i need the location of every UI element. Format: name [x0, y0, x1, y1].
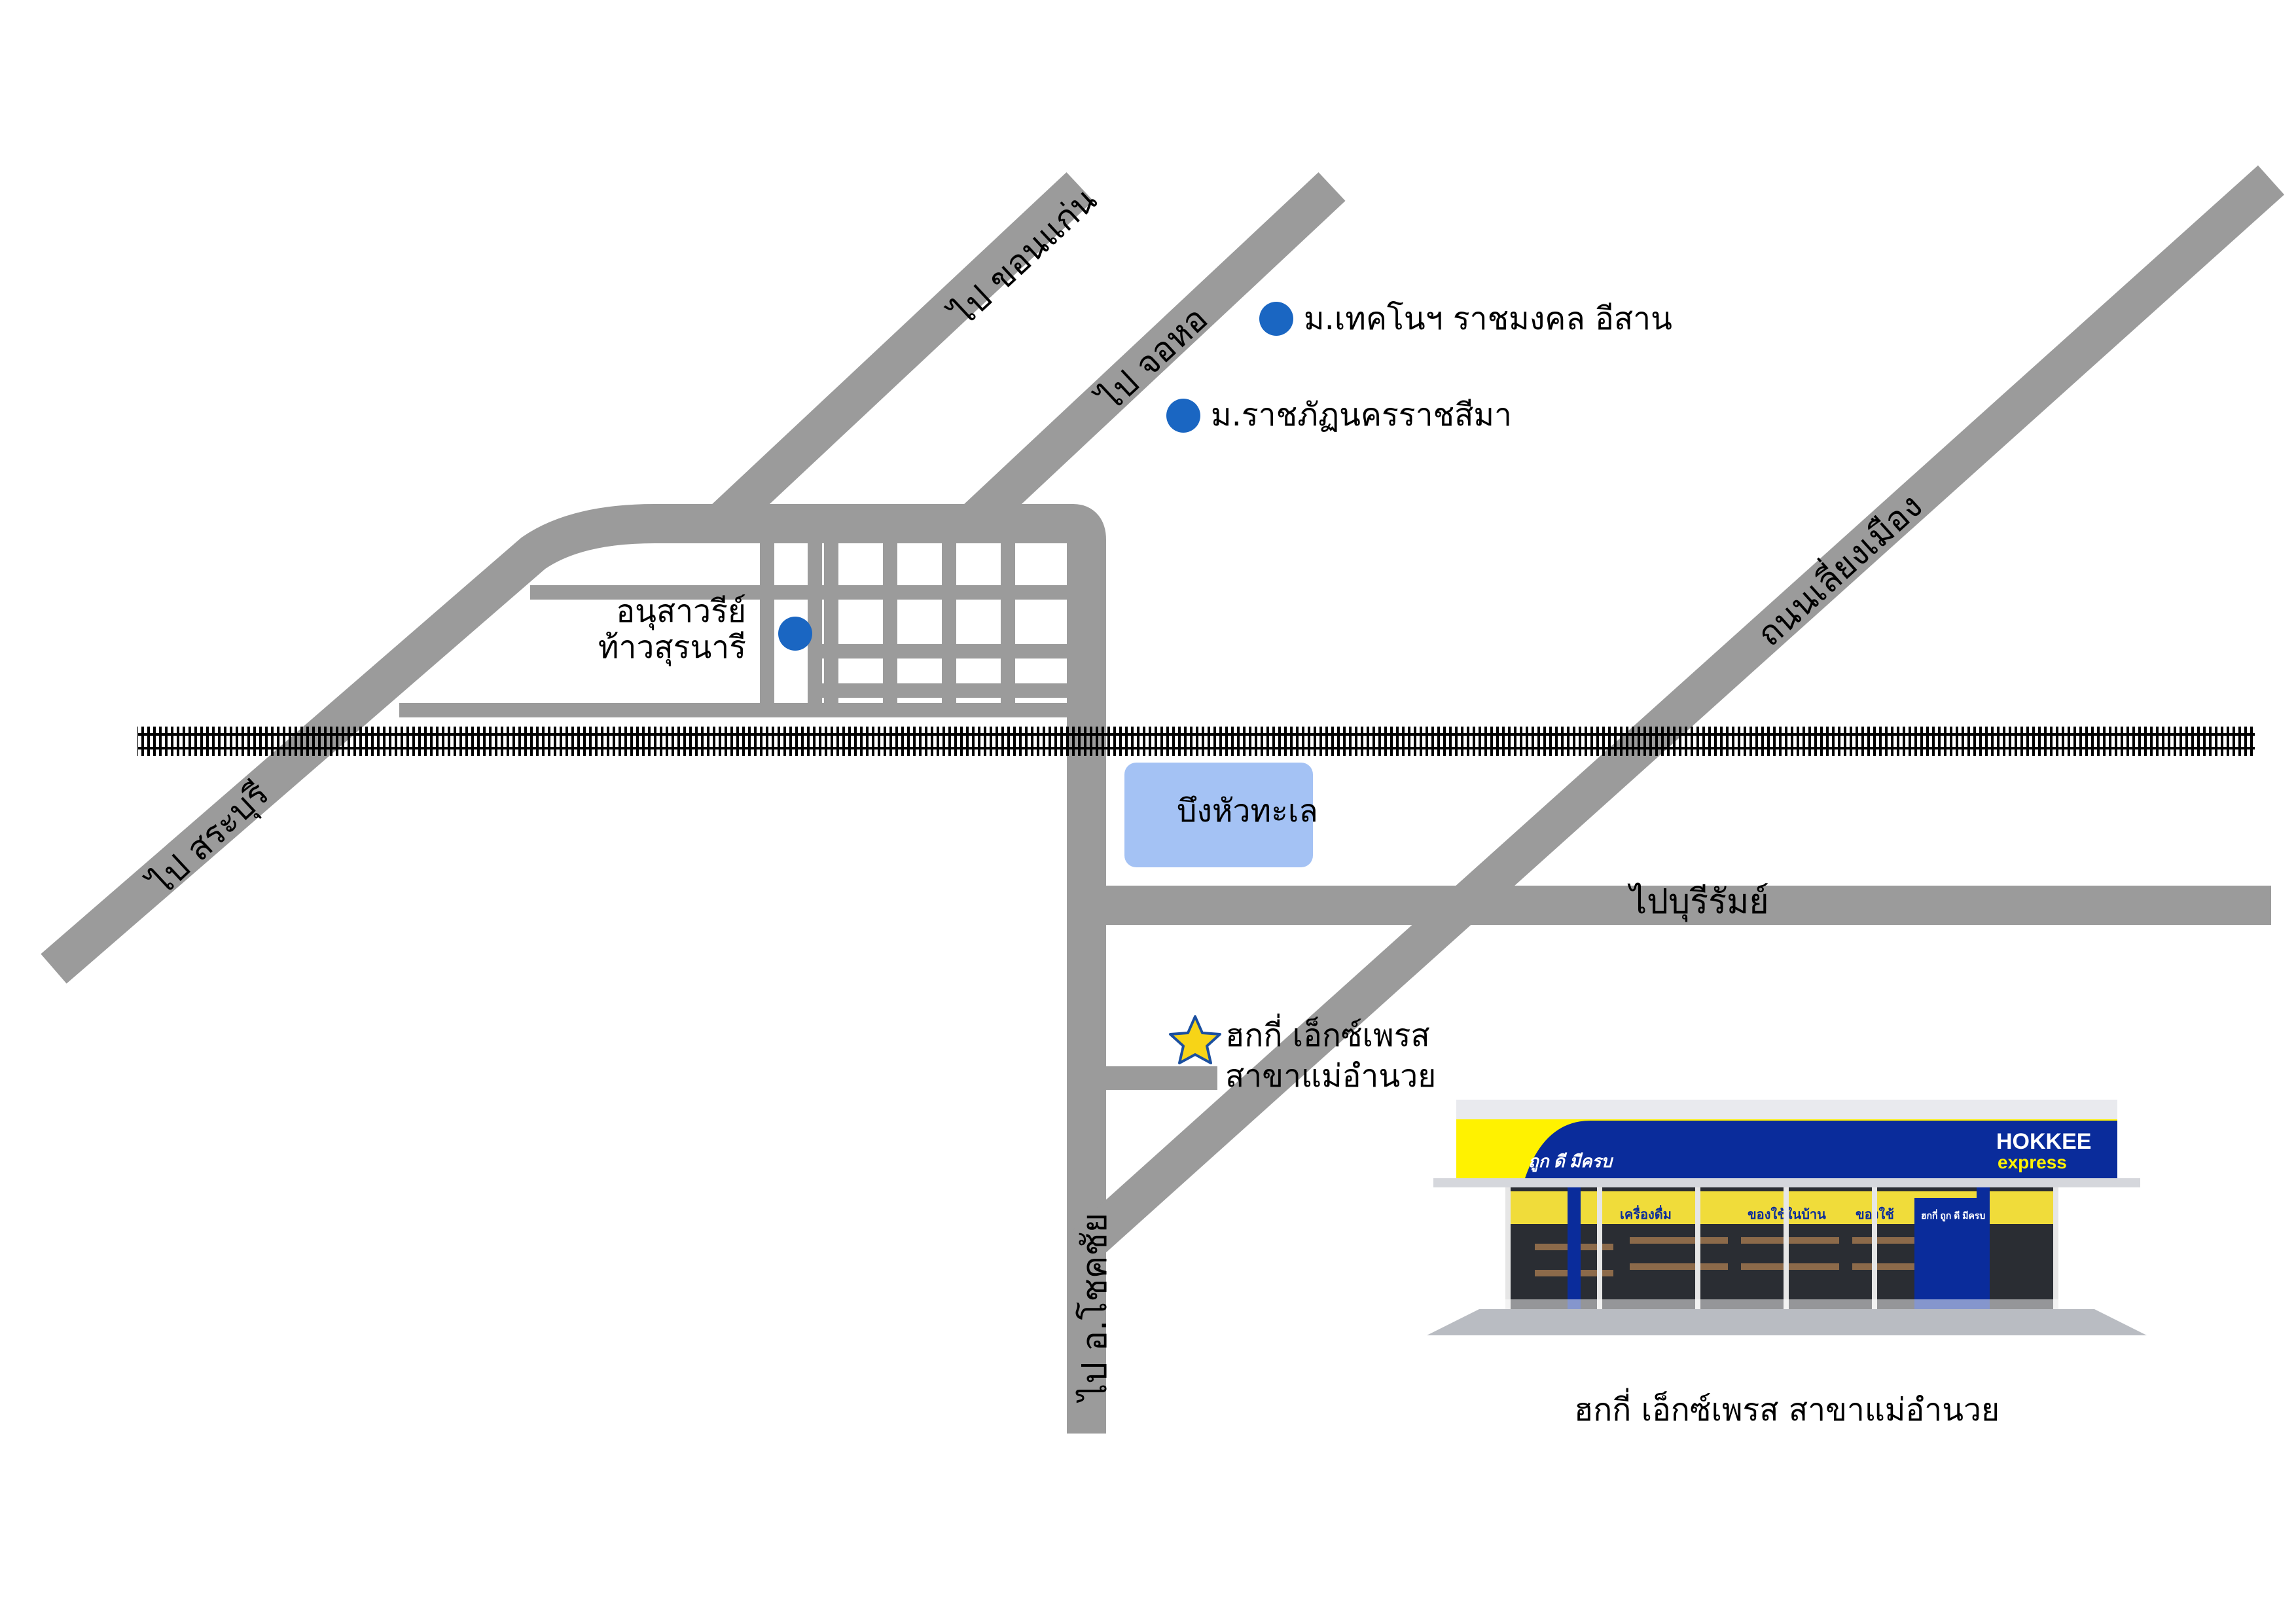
mullion — [1872, 1187, 1877, 1309]
rmuti-marker-icon — [1259, 302, 1293, 336]
shelf — [1741, 1237, 1839, 1244]
road-bypass — [1073, 165, 2285, 1259]
storefront-column — [1977, 1187, 1990, 1309]
railway-ties — [137, 727, 2255, 756]
storefront-canopy — [1433, 1178, 2140, 1187]
storefront-brand-top: HOKKEE — [1996, 1129, 2091, 1154]
window-label-1: เครื่องดื่ม — [1620, 1204, 1672, 1222]
mullion — [1597, 1187, 1602, 1309]
road-label-chok-chai: ไป อ.โชคชัย — [1075, 1213, 1115, 1403]
road-khon-kaen — [706, 172, 1094, 538]
railway — [137, 727, 2255, 756]
store-caption: ฮกกี่ เอ็กซ์เพรส สาขาแม่อำนวย — [1574, 1388, 2000, 1428]
road-label-bypass: ถนนเลี่ยงเมือง — [1747, 483, 1930, 655]
monument-label-line2: ท้าวสุรนารี — [598, 629, 746, 666]
storefront-slogan: ถูก ดี มีครบ — [1528, 1151, 1613, 1172]
storefront-floor-glow — [1505, 1299, 2058, 1309]
monument-label-line1: อนุสาวรีย์ — [616, 593, 746, 630]
storefront-door-label: ฮกกี่ ถูก ดี มีครบ — [1921, 1209, 1985, 1221]
lake-area — [1124, 763, 1313, 867]
storefront-mullions — [1505, 1187, 2058, 1309]
shelf — [1852, 1263, 1931, 1270]
shelf — [1630, 1263, 1728, 1270]
road-network — [41, 165, 2285, 1434]
mullion — [1505, 1187, 1511, 1309]
nrru-label: ม.ราชภัฏนครราชสีมา — [1211, 397, 1512, 433]
lake-label: บึงหัวทะเล — [1177, 793, 1318, 829]
nrru-marker-icon — [1166, 399, 1200, 433]
city-grid — [399, 524, 1086, 717]
store-label-line2: สาขาแม่อำนวย — [1225, 1058, 1436, 1094]
road-jo-ho — [958, 172, 1346, 538]
storefront-brand-bottom: express — [1998, 1152, 2067, 1172]
road-label-saraburi: ไป สระบุรี — [141, 774, 278, 905]
storefront-door — [1914, 1198, 1977, 1309]
mullion — [1695, 1187, 1700, 1309]
store-star-icon — [1169, 1015, 1221, 1064]
storefront-roof — [1456, 1100, 2117, 1119]
shelf — [1852, 1237, 1931, 1244]
storefront-column — [1568, 1187, 1581, 1309]
road-saraburi — [41, 504, 1106, 1434]
road-label-buriram: ไปบุรีรัมย์ — [1627, 882, 1769, 922]
road-label-khon-kaen: ไป ขอนแก่น — [942, 181, 1105, 336]
store-label-line1: ฮกกี่ เอ็กซ์เพรส — [1225, 1013, 1430, 1054]
storefront-sign-blue — [1525, 1121, 2117, 1178]
storefront-illustration: ถูก ดี มีครบ HOKKEE express เครื่องดื่ม … — [1427, 1100, 2147, 1335]
monument-marker-icon — [778, 617, 812, 651]
mullion — [2053, 1187, 2058, 1309]
storefront-floor — [1427, 1309, 2147, 1335]
shelf — [1630, 1237, 1728, 1244]
shelf — [1741, 1263, 1839, 1270]
road-label-jo-ho: ไป จอหอ — [1090, 299, 1215, 420]
mullion — [1784, 1187, 1789, 1309]
rmuti-label: ม.เทคโนฯ ราชมงคล อีสาน — [1304, 300, 1672, 337]
